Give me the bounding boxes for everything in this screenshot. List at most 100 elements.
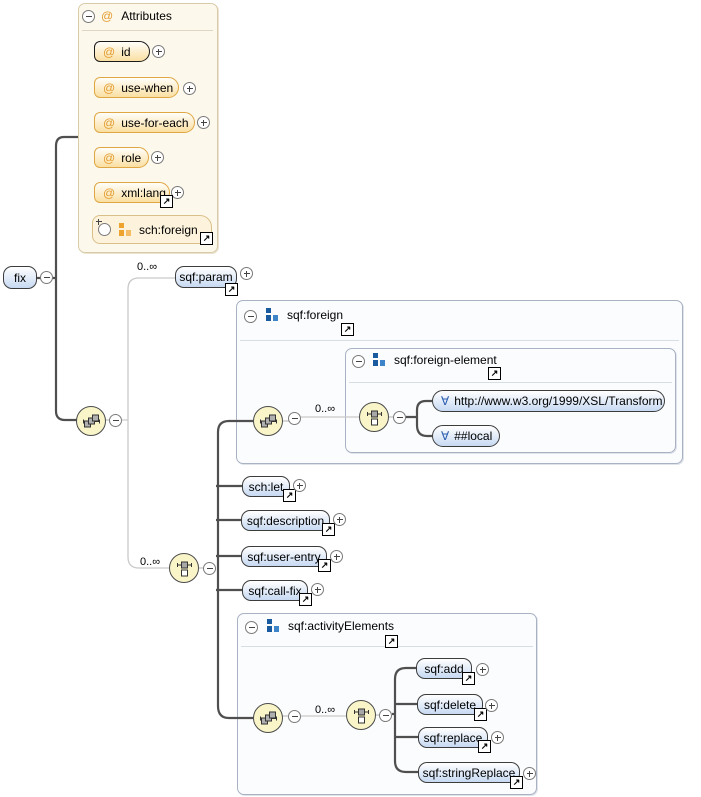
attribute-icon: @ [103, 44, 116, 59]
reference-arrow-icon[interactable] [510, 776, 523, 789]
wildcard-icon: ∀ [441, 429, 450, 443]
attribute-use-when[interactable]: @ use-when [94, 77, 179, 98]
reference-arrow-icon[interactable] [283, 489, 296, 502]
occurrence-label: 0..∞ [315, 704, 336, 716]
element-sqf-user-entry[interactable]: sqf:user-entry [241, 546, 327, 567]
reference-arrow-icon[interactable] [318, 559, 331, 572]
collapse-icon[interactable] [40, 271, 53, 284]
expand-icon[interactable] [98, 223, 111, 236]
choice-icon [366, 410, 382, 425]
wildcard-icon: ∀ [441, 394, 450, 408]
expand-icon[interactable] [311, 583, 324, 596]
foreign-element-panel-header: sqf:foreign-element [372, 352, 497, 367]
collapse-icon[interactable] [288, 710, 301, 723]
expand-icon[interactable] [151, 151, 164, 164]
expand-icon[interactable] [476, 663, 489, 676]
element-sqf-delete[interactable]: sqf:delete [417, 694, 483, 715]
reference-arrow-icon[interactable] [488, 367, 501, 380]
sequence-compositor[interactable] [253, 406, 283, 436]
attributes-panel-header: @ Attributes [101, 9, 172, 23]
foreign-element-panel-title: sqf:foreign-element [394, 352, 497, 367]
group-icon [119, 223, 131, 236]
choice-icon [353, 708, 369, 723]
attributes-header-separator [82, 30, 213, 31]
attribute-role[interactable]: @ role [94, 147, 149, 168]
reference-arrow-icon[interactable] [322, 523, 335, 536]
collapse-icon[interactable] [82, 10, 95, 23]
attribute-icon: @ [103, 150, 116, 165]
expand-icon[interactable] [523, 767, 536, 780]
reference-arrow-icon[interactable] [478, 740, 491, 753]
attribute-icon: @ [101, 9, 114, 23]
sequence-icon [259, 711, 277, 724]
element-sqf-replace[interactable]: sqf:replace [418, 727, 488, 748]
collapse-icon[interactable] [288, 412, 301, 425]
expand-icon[interactable] [197, 116, 210, 129]
attribute-label: xml:lang [121, 185, 166, 200]
collapse-icon[interactable] [245, 621, 258, 634]
element-sqf-call-fix[interactable]: sqf:call-fix [242, 580, 308, 601]
expand-icon[interactable] [152, 45, 165, 58]
element-sqf-description[interactable]: sqf:description [241, 510, 330, 531]
attributes-panel-title: Attributes [121, 9, 172, 23]
choice-compositor[interactable] [359, 402, 389, 432]
collapse-icon[interactable] [379, 709, 392, 722]
attribute-label: role [121, 150, 142, 165]
reference-arrow-icon[interactable] [385, 635, 398, 648]
activity-panel-header: sqf:activityElements [266, 618, 394, 633]
expand-icon[interactable] [183, 82, 196, 95]
complex-type-icon [266, 308, 278, 321]
expand-icon[interactable] [171, 186, 184, 199]
attribute-group-label: sch:foreign [139, 222, 198, 237]
sequence-compositor[interactable] [76, 406, 106, 436]
expand-icon[interactable] [485, 699, 498, 712]
reference-arrow-icon[interactable] [160, 195, 173, 208]
reference-arrow-icon[interactable] [225, 283, 238, 296]
reference-arrow-icon[interactable] [462, 672, 475, 685]
attribute-icon: @ [103, 185, 116, 200]
collapse-icon[interactable] [109, 414, 122, 427]
attribute-icon: @ [103, 80, 116, 95]
element-sqf-stringReplace[interactable]: sqf:stringReplace [418, 762, 520, 783]
wildcard-xsl-transform[interactable]: ∀ http://www.w3.org/1999/XSL/Transform [432, 390, 665, 412]
collapse-icon[interactable] [393, 411, 406, 424]
collapse-icon[interactable] [352, 355, 365, 368]
attribute-group-sch-foreign[interactable]: sch:foreign [92, 215, 212, 244]
wildcard-local[interactable]: ∀ ##local [432, 425, 500, 447]
element-sch-let[interactable]: sch:let [242, 476, 290, 497]
expand-icon[interactable] [330, 550, 343, 563]
collapse-icon[interactable] [203, 562, 216, 575]
attribute-icon: @ [103, 115, 116, 130]
attribute-label: use-when [121, 80, 174, 95]
choice-compositor[interactable] [346, 700, 376, 730]
foreign-panel-header: sqf:foreign [265, 307, 343, 322]
collapse-icon[interactable] [244, 310, 257, 323]
expand-icon[interactable] [333, 513, 346, 526]
reference-arrow-icon[interactable] [341, 323, 354, 336]
expand-icon[interactable] [293, 479, 306, 492]
occurrence-label: 0..∞ [315, 403, 336, 415]
attribute-xml-lang[interactable]: @ xml:lang [94, 182, 170, 203]
reference-arrow-icon[interactable] [474, 708, 487, 721]
attribute-use-for-each[interactable]: @ use-for-each [94, 112, 195, 133]
wildcard-label: http://www.w3.org/1999/XSL/Transform [454, 394, 663, 408]
foreign-element-header-separator [349, 382, 672, 383]
foreign-panel-title: sqf:foreign [287, 307, 344, 322]
reference-arrow-icon[interactable] [200, 232, 213, 245]
sequence-icon [82, 414, 100, 427]
attribute-id[interactable]: @ id [94, 41, 150, 62]
activity-panel-title: sqf:activityElements [288, 618, 395, 633]
occurrence-label: 0..∞ [140, 556, 161, 568]
expand-icon[interactable] [240, 267, 253, 280]
reference-arrow-icon[interactable] [299, 593, 312, 606]
sequence-compositor[interactable] [253, 703, 283, 733]
choice-icon [176, 561, 192, 576]
element-fix[interactable]: fix [3, 266, 37, 289]
expand-icon[interactable] [491, 731, 504, 744]
element-sqf-add[interactable]: sqf:add [416, 658, 472, 679]
element-sqf-param[interactable]: sqf:param [175, 266, 237, 288]
choice-compositor[interactable] [169, 553, 199, 583]
complex-type-icon [267, 619, 279, 632]
foreign-header-separator [240, 340, 679, 341]
